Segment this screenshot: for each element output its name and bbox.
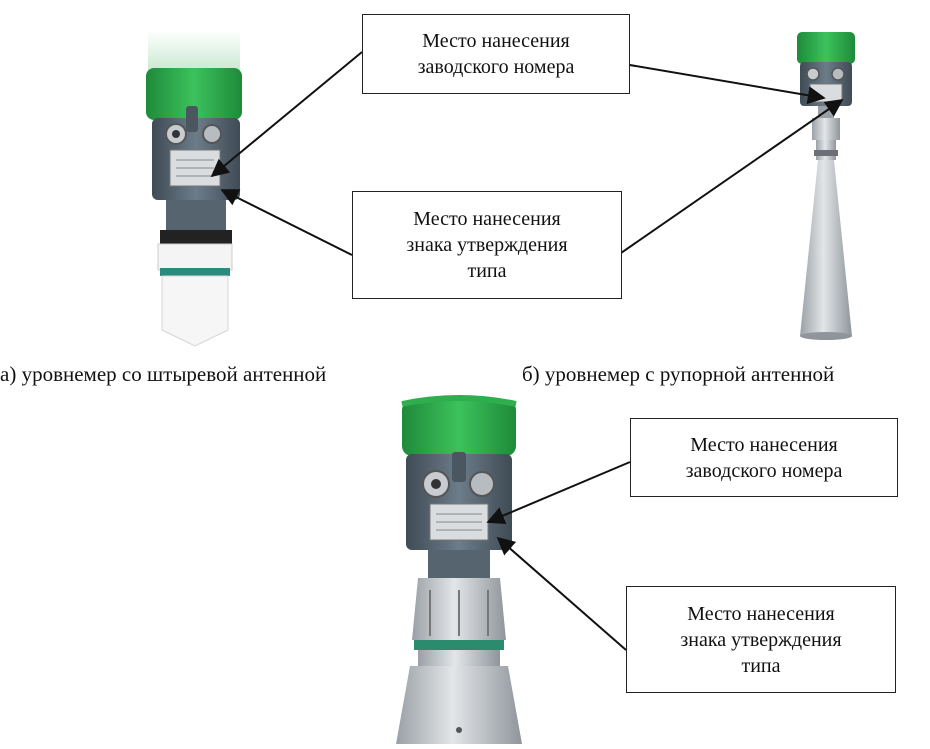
serial-box-a-line-2: заводского номера: [417, 56, 575, 78]
approval-box-c-line-3: типа: [741, 654, 781, 677]
caption-horn-antenna: б) уровнемер с рупорной антенной: [522, 362, 835, 386]
level-gauge-horn-antenna-icon: [797, 32, 855, 340]
serial-box-a-line-1: Место нанесения: [422, 30, 570, 52]
caption-rod-antenna: а) уровнемер со штыревой антенной: [0, 362, 327, 386]
approval-box-a-line-1: Место нанесения: [413, 208, 561, 230]
serial-number-label-box-a: Место нанесения заводского номера: [362, 14, 630, 94]
arrow-b-approval: [607, 98, 844, 263]
arrow-c-approval: [496, 536, 627, 651]
approval-mark-label-box-c: Место нанесения знака утверждения типа: [626, 586, 896, 693]
arrow-a-serial: [210, 51, 363, 178]
arrow-a-approval: [220, 189, 353, 256]
serial-box-c-line-1: Место нанесения: [690, 433, 838, 456]
level-gauge-flange-icon: [396, 395, 522, 744]
level-gauge-rod-antenna-icon: [146, 30, 242, 347]
approval-box-c-line-1: Место нанесения: [687, 602, 835, 625]
approval-mark-label-box-a: Место нанесения знака утверждения типа: [352, 191, 622, 299]
arrow-b-serial: [611, 61, 826, 105]
serial-number-label-box-c: Место нанесения заводского номера: [630, 418, 898, 497]
approval-box-a-line-2: знака утверждения: [406, 234, 568, 256]
arrow-c-serial: [486, 461, 631, 524]
serial-box-c-line-2: заводского номера: [685, 459, 843, 482]
approval-box-c-line-2: знака утверждения: [680, 628, 842, 651]
approval-box-a-line-3: типа: [467, 260, 507, 282]
